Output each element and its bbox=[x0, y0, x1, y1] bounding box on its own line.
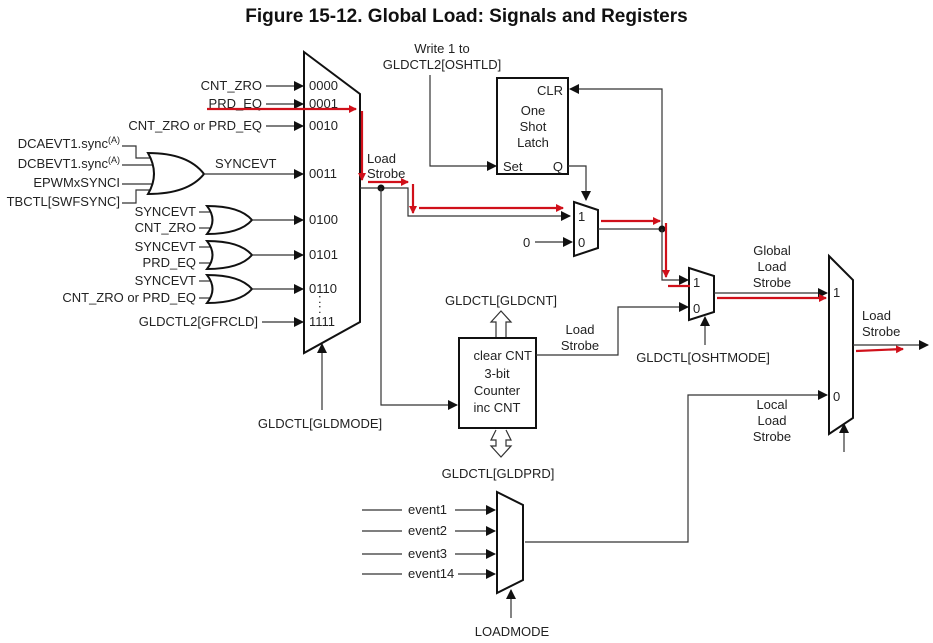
svg-text:SYNCEVT: SYNCEVT bbox=[135, 204, 196, 219]
svg-text:3-bit: 3-bit bbox=[484, 366, 510, 381]
oshtmode-mux bbox=[688, 266, 715, 322]
input-prd-eq: PRD_EQ bbox=[209, 96, 262, 111]
gldmode-label: GLDCTL[GLDMODE] bbox=[258, 416, 382, 431]
oshtld-label-2: GLDCTL2[OSHTLD] bbox=[383, 57, 501, 72]
sel-0011: 0011 bbox=[309, 166, 337, 181]
syncevt-label: SYNCEVT bbox=[215, 156, 276, 171]
svg-text:Strobe: Strobe bbox=[753, 275, 791, 290]
oshtmode-label: GLDCTL[OSHTMODE] bbox=[636, 350, 770, 365]
main-mux bbox=[303, 50, 361, 355]
svg-text:1: 1 bbox=[693, 275, 700, 290]
main-load-strobe-label-2: Strobe bbox=[367, 166, 405, 181]
svg-text:inc CNT: inc CNT bbox=[474, 400, 521, 415]
svg-text:Load: Load bbox=[566, 322, 595, 337]
svg-text:Local: Local bbox=[756, 397, 787, 412]
svg-text:Latch: Latch bbox=[517, 135, 549, 150]
oneshot-mux bbox=[573, 200, 599, 258]
svg-text:Strobe: Strobe bbox=[862, 324, 900, 339]
svg-text:0: 0 bbox=[693, 301, 700, 316]
sel-0110: 0110 bbox=[309, 281, 337, 296]
sel-0100: 0100 bbox=[309, 212, 338, 227]
svg-text:SYNCEVT: SYNCEVT bbox=[135, 239, 196, 254]
svg-text:1: 1 bbox=[578, 209, 585, 224]
wire-main-to-counter bbox=[380, 188, 458, 410]
ellipsis-2: : bbox=[318, 301, 322, 316]
input-gfrcld: GLDCTL2[GFRCLD] bbox=[139, 314, 258, 329]
svg-text:event1: event1 bbox=[408, 502, 447, 517]
gldcnt-label: GLDCTL[GLDCNT] bbox=[445, 293, 557, 308]
or-gate-0110: SYNCEVT CNT_ZRO or PRD_EQ bbox=[62, 273, 304, 305]
sync-in-dcaevt1: DCAEVT1.sync(A) bbox=[18, 135, 120, 151]
final-mux bbox=[828, 253, 854, 436]
svg-text:0: 0 bbox=[578, 235, 585, 250]
svg-text:Shot: Shot bbox=[520, 119, 547, 134]
svg-text:0: 0 bbox=[833, 389, 840, 404]
svg-text:PRD_EQ: PRD_EQ bbox=[143, 255, 196, 270]
svg-text:Set: Set bbox=[503, 159, 523, 174]
svg-text:Strobe: Strobe bbox=[753, 429, 791, 444]
sync-in-epwmxsynci: EPWMxSYNCI bbox=[33, 175, 120, 190]
ellipsis-1: : bbox=[318, 291, 322, 306]
svg-text:event3: event3 bbox=[408, 546, 447, 561]
or-gate-0101: SYNCEVT PRD_EQ bbox=[135, 239, 304, 271]
svg-text:One: One bbox=[521, 103, 546, 118]
svg-text:Load: Load bbox=[758, 413, 787, 428]
svg-text:1: 1 bbox=[833, 285, 840, 300]
sel-1111: 1111 bbox=[309, 314, 335, 329]
loadmode-label: LOADMODE bbox=[475, 624, 550, 639]
figure-title: Figure 15-12. Global Load: Signals and R… bbox=[245, 6, 688, 27]
svg-text:event14: event14 bbox=[408, 566, 454, 581]
input-cnt-zro-or-prd-eq: CNT_ZRO or PRD_EQ bbox=[128, 118, 262, 133]
events-inputs: event1 event2 event3 event14 bbox=[362, 502, 496, 581]
sync-in-swfsync: TBCTL[SWFSYNC] bbox=[7, 194, 120, 209]
svg-text:0: 0 bbox=[523, 235, 530, 250]
svg-text:clear CNT: clear CNT bbox=[473, 348, 532, 363]
counter-block bbox=[458, 337, 537, 429]
oshtld-label-1: Write 1 to bbox=[414, 41, 469, 56]
one-shot-latch bbox=[496, 77, 569, 175]
main-load-strobe-label-1: Load bbox=[367, 151, 396, 166]
svg-text:Load: Load bbox=[862, 308, 891, 323]
svg-text:Counter: Counter bbox=[474, 383, 521, 398]
wire-main-to-smallmux bbox=[360, 187, 571, 221]
or-gate-0100: SYNCEVT CNT_ZRO bbox=[135, 204, 304, 236]
input-cnt-zro: CNT_ZRO bbox=[201, 78, 262, 93]
sync-in-dcbevt1: DCBEVT1.sync(A) bbox=[18, 155, 120, 171]
sel-0001: 0001 bbox=[309, 96, 338, 111]
gldprd-label: GLDCTL[GLDPRD] bbox=[442, 466, 555, 481]
highlight-path bbox=[207, 105, 904, 354]
sel-0101: 0101 bbox=[309, 247, 338, 262]
main-mux-sel-labels: 0000 0001 0010 0011 0100 0101 0110 : : 1… bbox=[309, 78, 338, 329]
svg-text:CNT_ZRO: CNT_ZRO bbox=[135, 220, 196, 235]
sync-or-gate: DCAEVT1.sync(A) DCBEVT1.sync(A) EPWMxSYN… bbox=[7, 135, 304, 209]
svg-text:Load: Load bbox=[758, 259, 787, 274]
svg-text:Q: Q bbox=[553, 159, 563, 174]
events-mux bbox=[496, 490, 524, 595]
svg-text:CNT_ZRO or PRD_EQ: CNT_ZRO or PRD_EQ bbox=[62, 290, 196, 305]
sel-0010: 0010 bbox=[309, 118, 338, 133]
svg-text:Strobe: Strobe bbox=[561, 338, 599, 353]
svg-text:CLR: CLR bbox=[537, 83, 563, 98]
svg-text:event2: event2 bbox=[408, 523, 447, 538]
svg-text:SYNCEVT: SYNCEVT bbox=[135, 273, 196, 288]
sel-0000: 0000 bbox=[309, 78, 338, 93]
svg-text:Global: Global bbox=[753, 243, 791, 258]
